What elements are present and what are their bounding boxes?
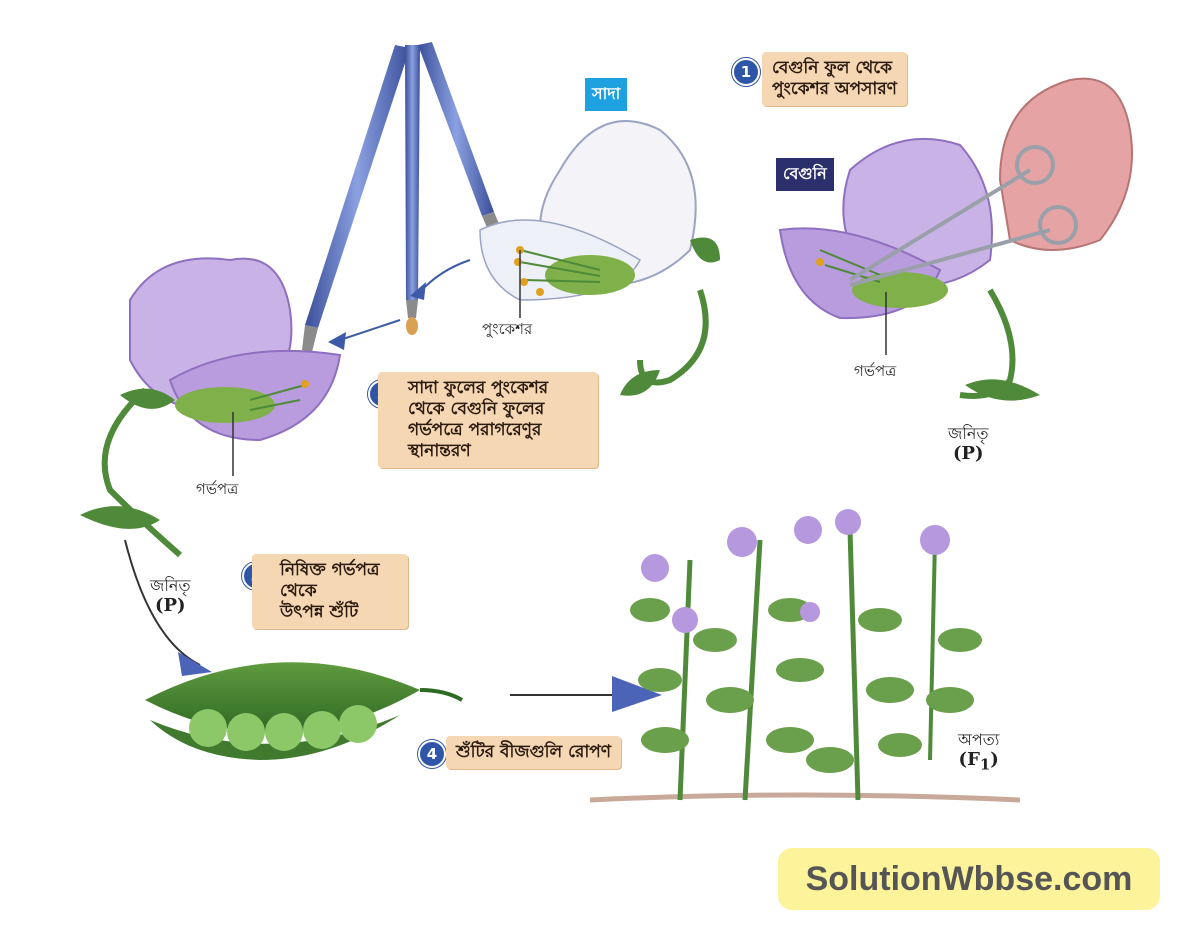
watermark: SolutionWbbse.com: [778, 848, 1160, 910]
scissors-icon: [848, 77, 1133, 287]
step-4-badge: 4: [418, 740, 446, 768]
parent-right-word: জনিতৃ: [948, 424, 989, 443]
carpel-label-left: গর্ভপত্র: [196, 480, 239, 498]
step-4-box: শুঁটির বীজগুলি রোপণ: [446, 736, 622, 769]
offspring-symbol: (F: [958, 749, 980, 770]
step-2-line-1: সাদা ফুলের পুংকেশর: [408, 378, 549, 398]
step-3-line-1: নিষিক্ত গর্ভপত্র: [280, 560, 380, 580]
stamen-label: পুংকেশর: [482, 320, 533, 338]
parent-label-right: জনিতৃ (P): [948, 424, 988, 464]
white-flower-tag: সাদা: [585, 78, 628, 111]
pea-pod: [145, 662, 464, 760]
purple-flower-tag: বেগুনি: [776, 158, 834, 191]
step-1-badge: 1: [732, 58, 760, 86]
step-4-line-1: শুঁটির বীজগুলি রোপণ: [456, 742, 612, 762]
parent-left-word: জনিতৃ: [150, 576, 191, 595]
pointer-lines: [232, 250, 887, 476]
white-flower: [479, 120, 720, 396]
transfer-arrows: [339, 259, 471, 341]
step-1-line-2: পুংকেশর অপসারণ: [772, 79, 897, 99]
flower-to-pod-arrow: [124, 539, 201, 666]
parent-left-symbol: (P): [154, 595, 186, 616]
left-purple-flower: [80, 257, 342, 558]
step-2-box: সাদা ফুলের পুংকেশর থেকে বেগুনি ফুলের গর্…: [378, 372, 598, 468]
parent-right-symbol: (P): [952, 443, 984, 464]
offspring-plants: [589, 509, 1021, 803]
parent-label-left: জনিতৃ (P): [150, 576, 190, 616]
offspring-word: অপত্য: [958, 730, 1000, 749]
carpel-label-right: গর্ভপত্র: [854, 362, 897, 380]
offspring-label: অপত্য (F1): [958, 730, 999, 775]
offspring-close: ): [990, 749, 999, 770]
step-2-line-2: থেকে বেগুনি ফুলের: [408, 399, 545, 419]
step-3-box: নিষিক্ত গর্ভপত্র থেকে উৎপন্ন শুঁটি: [252, 554, 408, 629]
step-2-line-4: স্থানান্তরণ: [408, 441, 471, 461]
step-2-line-3: গর্ভপত্রে পরাগরেণুর: [408, 420, 542, 440]
offspring-subscript: 1: [979, 755, 991, 774]
step-3-line-3: উৎপন্ন শুঁটি: [280, 602, 359, 622]
step-3-line-2: থেকে: [280, 581, 317, 601]
step-1-line-1: বেগুনি ফুল থেকে: [772, 58, 893, 78]
paint-brushes: [299, 42, 504, 376]
step-1-box: বেগুনি ফুল থেকে পুংকেশর অপসারণ: [762, 52, 907, 106]
